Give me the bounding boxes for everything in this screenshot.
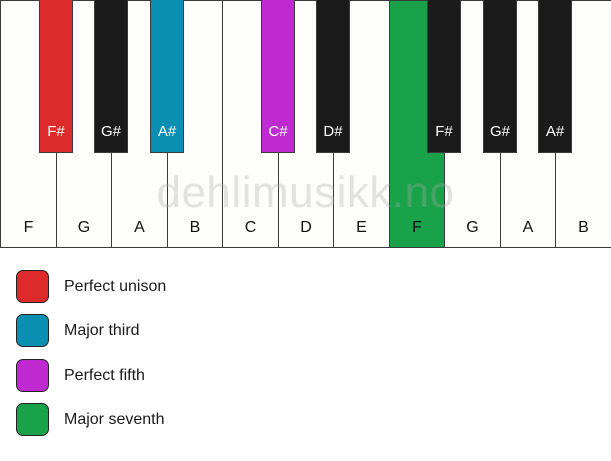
black-key-g-sharp[interactable]: G#: [94, 0, 128, 153]
legend-label: Perfect fifth: [64, 367, 145, 384]
color-swatch: [16, 403, 49, 436]
key-label: F: [23, 219, 34, 236]
black-key-c-sharp-highlighted[interactable]: C#: [261, 0, 295, 153]
black-key-d-sharp[interactable]: D#: [316, 0, 350, 153]
key-label: F: [412, 219, 422, 236]
legend-label: Perfect unison: [64, 278, 167, 295]
black-key-g-sharp[interactable]: G#: [483, 0, 517, 153]
black-key-a-sharp-highlighted[interactable]: A#: [150, 0, 184, 153]
legend-label: Major third: [64, 322, 140, 339]
key-label: G: [77, 219, 91, 236]
legend-label: Major seventh: [64, 411, 165, 428]
key-label: C#: [268, 123, 288, 140]
key-label: E: [356, 219, 367, 236]
legend-item-major-third: Major third: [16, 314, 416, 348]
legend-item-major-seventh: Major seventh: [16, 403, 416, 437]
key-label: C: [244, 219, 257, 236]
color-swatch: [16, 270, 49, 303]
legend-item-perfect-fifth: Perfect fifth: [16, 359, 416, 393]
white-key-c[interactable]: C: [222, 0, 279, 248]
color-swatch: [16, 314, 49, 347]
key-label: G: [466, 219, 479, 236]
legend-item-perfect-unison: Perfect unison: [16, 270, 416, 304]
black-key-a-sharp[interactable]: A#: [538, 0, 572, 153]
color-swatch: [16, 359, 49, 392]
key-label: A#: [545, 123, 565, 140]
key-label: A: [134, 219, 145, 236]
key-label: B: [189, 219, 201, 236]
key-label: F#: [435, 123, 453, 140]
black-key-f-sharp[interactable]: F#: [427, 0, 461, 153]
key-label: A: [522, 219, 534, 236]
key-label: G#: [100, 123, 121, 140]
key-label: F#: [47, 123, 65, 140]
black-key-f-sharp-highlighted[interactable]: F#: [39, 0, 73, 153]
key-label: D: [300, 219, 312, 236]
key-label: D#: [323, 123, 343, 140]
key-label: A#: [157, 123, 177, 140]
piano-keyboard: F G A B C D E F G A B dehlimusikk.no F# …: [0, 0, 611, 248]
key-label: B: [578, 219, 589, 236]
key-label: G#: [489, 123, 510, 140]
